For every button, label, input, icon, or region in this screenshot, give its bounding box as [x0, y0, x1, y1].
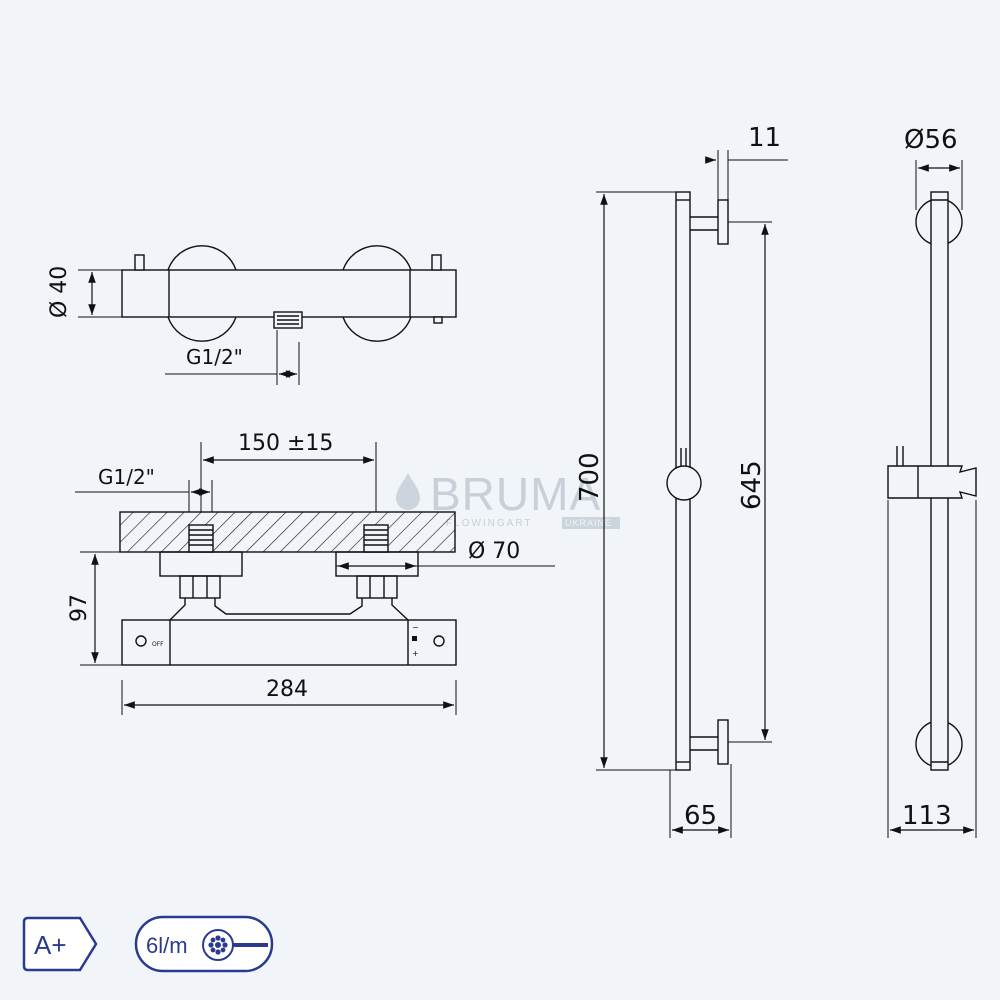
top-flange-right [342, 245, 412, 342]
rail-slider [666, 465, 702, 501]
wall-thread-right [363, 524, 389, 553]
dim-top-thread: G1/2" [186, 345, 243, 369]
front-view [75, 442, 555, 715]
dim-center-distance: 150 ±15 [238, 431, 333, 456]
front-knob-right [433, 635, 445, 647]
rail-front-slider [887, 465, 977, 499]
dim-front-thread: G1/2" [98, 465, 155, 489]
top-pin-right [431, 254, 442, 271]
top-pin-left [134, 254, 145, 271]
dim-rail-height: 700 [575, 452, 605, 502]
wall-section [119, 511, 456, 553]
front-flange-right [335, 551, 419, 577]
front-body [121, 619, 457, 666]
dim-rail-bracket: 11 [748, 123, 781, 153]
watermark-brand: BRUMA [430, 468, 601, 520]
front-nut-right [356, 575, 398, 599]
dim-front-depth: 97 [67, 594, 92, 622]
rail-bracket-bottom [717, 719, 729, 765]
dim-front-width: 284 [266, 677, 308, 702]
rail-bracket-top [717, 199, 729, 245]
label-temp-plus: + [412, 649, 419, 658]
energy-class-badge: A+ [22, 916, 98, 972]
watermark-sub-left: FLOWINGART [446, 518, 532, 529]
front-flange-left [159, 551, 243, 577]
label-temp-bar [412, 636, 417, 641]
top-body [121, 269, 457, 318]
dim-flange-diameter: Ø 70 [468, 539, 520, 564]
drop-icon [396, 473, 420, 510]
front-nut-left [179, 575, 221, 599]
watermark-sub-right: UKRAINE [565, 518, 612, 528]
dim-slide-depth: 113 [902, 801, 952, 831]
dim-slide-diameter: Ø56 [904, 125, 958, 155]
front-leg-left [169, 598, 409, 621]
top-flange-left [167, 245, 237, 342]
front-knob-left [135, 635, 147, 647]
dim-rail-inner-height: 645 [737, 460, 767, 510]
rail-front-view [887, 160, 977, 838]
top-view [78, 245, 457, 385]
dim-top-diameter: Ø 40 [47, 266, 72, 318]
energy-class-text: A+ [34, 930, 67, 960]
flow-rate-text: 6l/m [146, 933, 188, 958]
wall-thread-left [188, 524, 214, 553]
shower-head-icon [202, 929, 268, 961]
label-temp-minus: − [412, 623, 419, 632]
dim-rail-depth: 65 [684, 801, 717, 831]
energy-class-shape [22, 916, 98, 972]
label-off: OFF [152, 641, 164, 648]
rail-side-view [596, 150, 788, 838]
flow-rate-badge: 6l/m [134, 915, 274, 973]
